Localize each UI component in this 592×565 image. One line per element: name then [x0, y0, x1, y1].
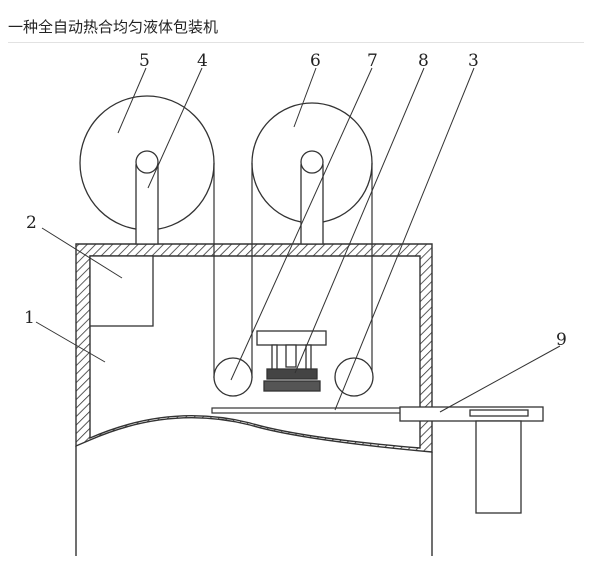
callout-label: 5	[139, 51, 150, 71]
film-paths	[213, 163, 373, 380]
control-box	[89, 255, 154, 327]
callout-label: 9	[556, 330, 567, 350]
callout-label: 3	[468, 51, 479, 71]
page-title: 一种全自动热合均匀液体包装机	[8, 18, 219, 36]
title-divider	[8, 42, 584, 43]
callout-label: 2	[26, 213, 37, 233]
roll-support-right	[300, 150, 324, 245]
callout-label: 4	[197, 51, 208, 71]
callout-label: 7	[367, 51, 378, 71]
conveyor-plate	[211, 407, 403, 414]
callout-leaders	[35, 67, 561, 413]
discharge-assembly	[399, 406, 544, 514]
roll-support-left	[135, 150, 159, 245]
callout-label: 6	[310, 51, 321, 71]
callout-label: 1	[24, 308, 35, 328]
guide-roller-left	[213, 357, 253, 397]
callout-labels: 5 4 6 7 8 3 2 1 9	[24, 51, 567, 350]
machine-diagram: 5 4 6 7 8 3 2 1 9	[24, 51, 567, 556]
patent-figure: 5 4 6 7 8 3 2 1 9	[0, 44, 592, 561]
housing	[75, 243, 433, 556]
callout-label: 8	[418, 51, 429, 71]
